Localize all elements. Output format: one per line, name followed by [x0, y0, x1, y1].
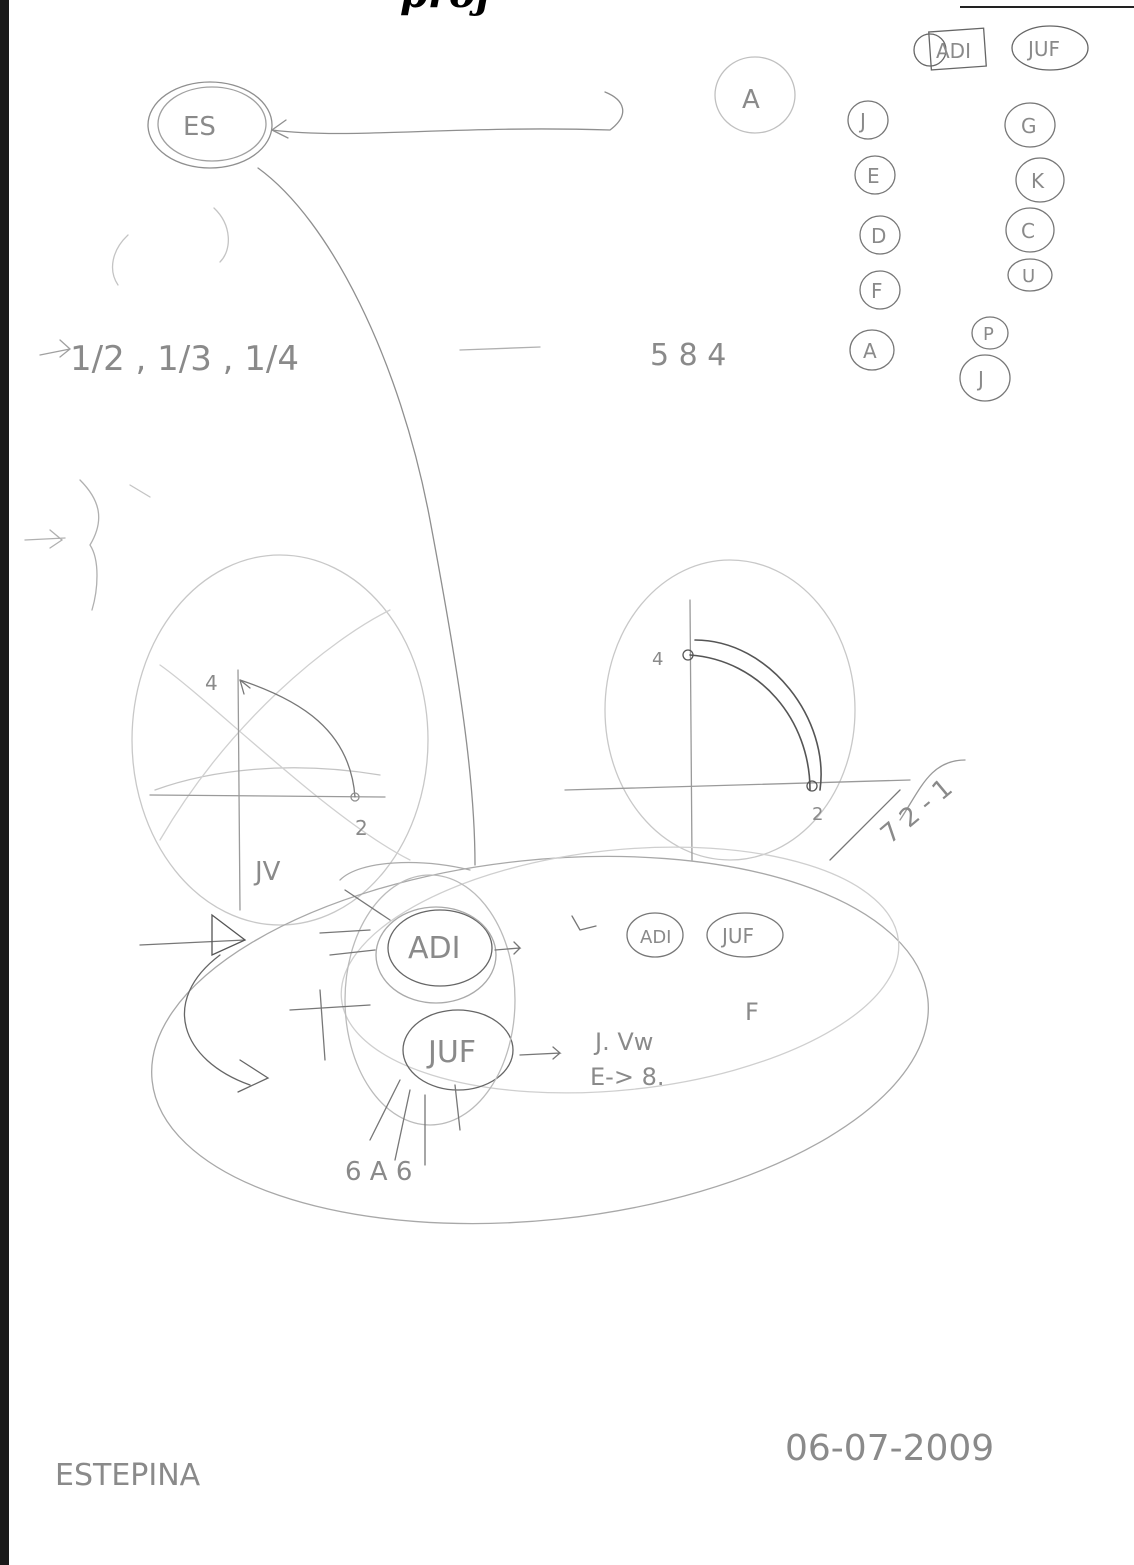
sequence-note: 5 8 4 — [650, 338, 726, 373]
node-a-label: A — [742, 85, 760, 115]
node-juf-small-label: JUF — [720, 924, 754, 948]
legend-left-a: A — [863, 339, 877, 363]
right-graph-y-label: 4 — [652, 649, 663, 670]
legend-right-g: G — [1021, 114, 1037, 138]
legend-top-adi: ADI — [936, 39, 971, 63]
left-graph-x-label: 2 — [355, 816, 368, 840]
legend-top-juf: JUF — [1026, 37, 1060, 61]
left-graph-y-label: 4 — [205, 671, 218, 695]
es-to-adi-link — [258, 168, 475, 865]
legend-right-k: K — [1031, 169, 1045, 193]
jv-label: JV — [253, 857, 281, 887]
legend-right-j: J — [976, 367, 984, 391]
f-note: F — [745, 998, 759, 1026]
es-to-d-arrow — [272, 92, 623, 134]
bottom-note: 6 A 6 — [345, 1157, 412, 1187]
legend-right-c: C — [1021, 219, 1035, 243]
footer-author: ESTEPINA — [55, 1458, 201, 1493]
fractions-note: 1/2 , 1/3 , 1/4 — [70, 339, 299, 379]
right-graph-arc — [690, 655, 810, 790]
node-adi-label: ADI — [408, 931, 460, 966]
legend-right-p: P — [983, 324, 994, 345]
legend-left-f: F — [871, 279, 883, 303]
left-graph-arc — [240, 680, 355, 797]
legend-left-j: J — [858, 109, 866, 133]
legend-left-e: E — [867, 164, 880, 188]
juf-note-line2: E-> 8. — [590, 1063, 664, 1091]
node-juf-label: JUF — [426, 1035, 476, 1070]
right-graph-x-label: 2 — [812, 804, 823, 825]
node-adi-small-label: ADI — [640, 927, 671, 948]
node-es-label: ES — [183, 112, 216, 142]
legend-left-d: D — [871, 224, 886, 248]
juf-note-line1: J. Vw — [593, 1028, 653, 1056]
right-arrow-note: 7 2 - 1 — [875, 773, 958, 850]
footer-date: 06-07-2009 — [785, 1428, 994, 1469]
legend-right-u: U — [1022, 266, 1035, 287]
